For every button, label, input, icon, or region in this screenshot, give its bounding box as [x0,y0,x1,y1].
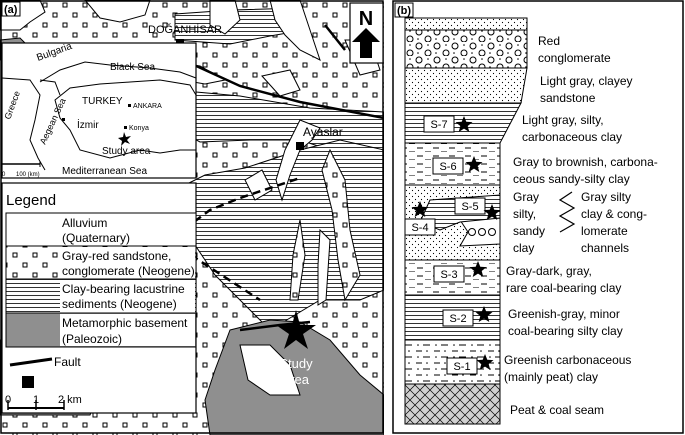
inset-study-area-marker [118,132,131,146]
sample-label-s4: S-4 [411,222,428,234]
map-sandstone-ridge [289,219,306,301]
izmir-marker [62,118,65,121]
sample-star-s7 [455,116,473,132]
layer-top-sand [404,17,528,31]
desc-channels-4: channels [581,241,629,255]
sample-star-s2 [475,306,493,322]
desc-s5-3: sandy [513,224,545,238]
desc-channels-2: clay & cong- [581,207,647,221]
map-sandstone-ridge [321,148,361,302]
black-sea-coast [39,61,197,83]
desc-red-2: conglomerate [538,51,611,65]
desc-channels-1: Gray silty [581,190,631,204]
map-alluvium-unit [84,0,151,23]
sample-star-s4 [411,201,429,217]
map-alluvium-unit [317,228,331,306]
desc-s5-1: Gray [513,190,539,204]
layer-red-conglomerate [404,29,528,69]
desc-s6-1: Gray to brownish, carbona- [513,155,658,169]
legend-scale-0: 0 [5,394,11,406]
channel-zigzag-symbol [558,191,576,233]
turkey-outline [54,79,197,159]
study-area-label-1: Study [279,356,313,371]
legend-metamorphic-2: (Paleozoic) [62,332,122,346]
map-alluvium-unit [239,344,301,396]
legend-metamorphic-1: Metamorphic basement [62,316,188,330]
layer-peat-coal [404,383,501,425]
inset-study-area: Study area [102,146,151,157]
legend-alluvium-2: (Quaternary) [62,231,130,245]
panel-a-label: (a) [4,4,18,16]
place-ayaslar: Ayaslar [303,125,343,139]
place-doganhisar: DOĞANHİSAR [148,23,222,36]
map-alluvium-unit [209,0,241,35]
legend-alluvium-1: Alluvium [62,216,107,230]
sample-label-s1: S-1 [453,361,470,373]
desc-peat: Peat & coal seam [510,403,604,417]
legend-title: Legend [6,192,56,209]
inset-turkey: TURKEY [82,96,123,107]
legend-sandstone-1: Gray-red sandstone, [62,249,171,263]
sample-label-s2: S-2 [449,313,466,325]
desc-red-1: Red [538,34,560,48]
desc-s5-2: silty, [513,207,536,221]
desc-s3-1: Gray-dark, gray, [506,264,592,278]
map-alluvium-unit [261,69,301,97]
location-inset-map [1,42,197,179]
inset-ankara: ANKARA [133,103,162,110]
legend-clay-1: Clay-bearing lacustrine [62,282,185,296]
legend-fault-symbol [9,357,53,367]
sample-label-s6: S-6 [439,161,456,173]
desc-s1-1: Greenish carbonaceous [504,353,631,367]
desc-s2-1: Greenish-gray, minor [508,307,620,321]
legend-scale-1: 1 [33,394,39,406]
study-area-star [276,310,316,349]
desc-sand-1: Light gray, clayey [540,74,633,88]
desc-s1-2: (mainly peat) clay [504,370,598,384]
panel-a-frame [0,0,384,434]
inset-konya: Konya [129,125,149,132]
north-arrow [349,2,384,64]
map-alluvium-unit [269,0,321,61]
sample-stars [411,116,501,370]
inset-mediterranean-sea: Mediterranean Sea [62,166,147,177]
sample-label-s7: S-7 [430,119,447,131]
desc-s6-2: ceous sandy-silty clay [513,172,630,186]
legend-fault-label: Fault [54,355,81,369]
legend-clay-2: sediments (Neogene) [62,297,177,311]
sample-star-s1 [476,354,494,370]
desc-sand-2: sandstone [540,91,596,105]
inset-izmir: İzmir [77,118,99,131]
desc-s5-4: clay [513,241,534,255]
bulgaria-border [39,79,61,96]
sample-star-s3 [469,261,487,277]
layer-descriptions: Red conglomerate Light gray, clayey sand… [504,34,658,417]
desc-s7-2: carbonaceous clay [522,130,622,144]
ankara-marker [128,104,131,107]
legend-sandstone-2: conglomerate (Neogene) [62,264,195,278]
stratigraphic-column [404,17,528,425]
layer-sandstone [404,67,528,104]
north-label: N [359,8,373,30]
desc-s2-2: coal-bearing silty clay [508,324,623,338]
sample-star-s5 [483,204,501,220]
inset-black-sea: Black Sea [110,62,155,73]
legend-scale-2: 2 km [58,394,82,406]
map-alluvium-unit [275,119,321,202]
legend-settlement-symbol [22,376,34,388]
sample-label-s3: S-3 [440,269,457,281]
desc-s3-2: rare coal-bearing clay [506,281,621,295]
sample-star-s6 [465,156,483,172]
ayaslar-marker [296,142,304,150]
inset-scale-0: 0 [2,172,6,178]
study-area-label-2: area [283,372,310,387]
inset-scale-100: 100 (km) [16,172,40,178]
map-alluvium-unit [244,169,273,201]
desc-s7-1: Light gray, silty, [522,113,604,127]
panel-b-label: (b) [397,5,411,17]
konya-marker [124,126,127,129]
sample-label-s5: S-5 [461,201,478,213]
desc-channels-3: lomerate [581,224,628,238]
greece-coast [1,77,46,171]
